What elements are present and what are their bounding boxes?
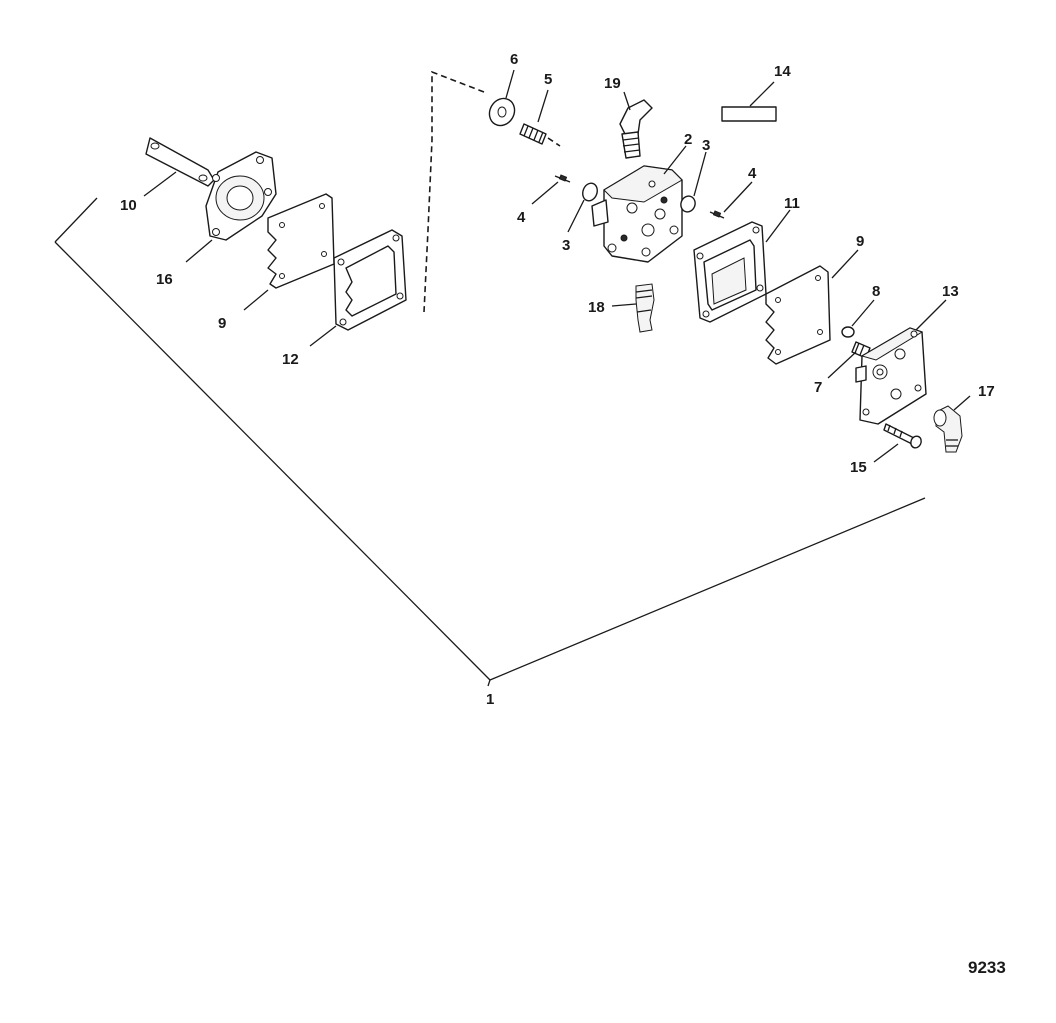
callout-11: 11	[784, 195, 800, 212]
callout-4b: 4	[748, 165, 757, 182]
callout-9a: 9	[218, 315, 226, 332]
part-4-pin-left	[554, 174, 571, 183]
callout-2: 2	[684, 131, 692, 148]
callout-1: 1	[486, 691, 494, 708]
part-15-screw	[883, 423, 922, 449]
callout-3a: 3	[562, 237, 570, 254]
part-9-diaphragm-left	[267, 193, 335, 289]
part-10-shaft	[145, 137, 215, 187]
callout-15: 15	[850, 459, 867, 476]
callouts: 1 2 3 3 4 4 5 6 7 8 9 9 10 11 12 13 14 1…	[120, 51, 995, 708]
part-17-elbow-fitting	[933, 405, 963, 453]
callout-10: 10	[120, 197, 137, 214]
part-3-o-ring-left	[582, 182, 598, 202]
callout-19: 19	[604, 75, 621, 92]
part-16-pump-base	[205, 151, 277, 241]
part-12-gasket	[333, 229, 407, 331]
part-5-spring	[519, 123, 561, 147]
callout-3b: 3	[702, 137, 710, 154]
callout-16: 16	[156, 271, 173, 288]
callout-13: 13	[942, 283, 959, 300]
callout-6: 6	[510, 51, 518, 68]
leader-lines	[143, 69, 971, 463]
part-6-valve-disc	[488, 97, 516, 127]
callout-5: 5	[544, 71, 552, 88]
part-13-cover	[855, 327, 927, 425]
part-2-pump-body	[591, 165, 683, 263]
part-19-elbow-fitting	[619, 99, 653, 159]
callout-12: 12	[282, 351, 299, 368]
callout-17: 17	[978, 383, 995, 400]
part-18-fitting	[635, 283, 655, 333]
assembly-bracket-lines	[54, 197, 926, 687]
callout-4a: 4	[517, 209, 526, 226]
callout-9b: 9	[856, 233, 864, 250]
part-4-pin-right	[709, 210, 725, 219]
callout-18: 18	[588, 299, 605, 316]
part-11-gasket	[693, 221, 767, 323]
callout-7: 7	[814, 379, 822, 396]
callout-8: 8	[872, 283, 880, 300]
part-8-washer	[841, 326, 855, 338]
dashed-alignment-line	[423, 70, 485, 313]
part-14-rectangle	[721, 106, 777, 122]
figure-number: 9233	[968, 958, 1006, 977]
part-3-o-ring-right	[680, 195, 696, 213]
part-9-diaphragm-right	[765, 265, 831, 365]
callout-14: 14	[774, 63, 791, 80]
